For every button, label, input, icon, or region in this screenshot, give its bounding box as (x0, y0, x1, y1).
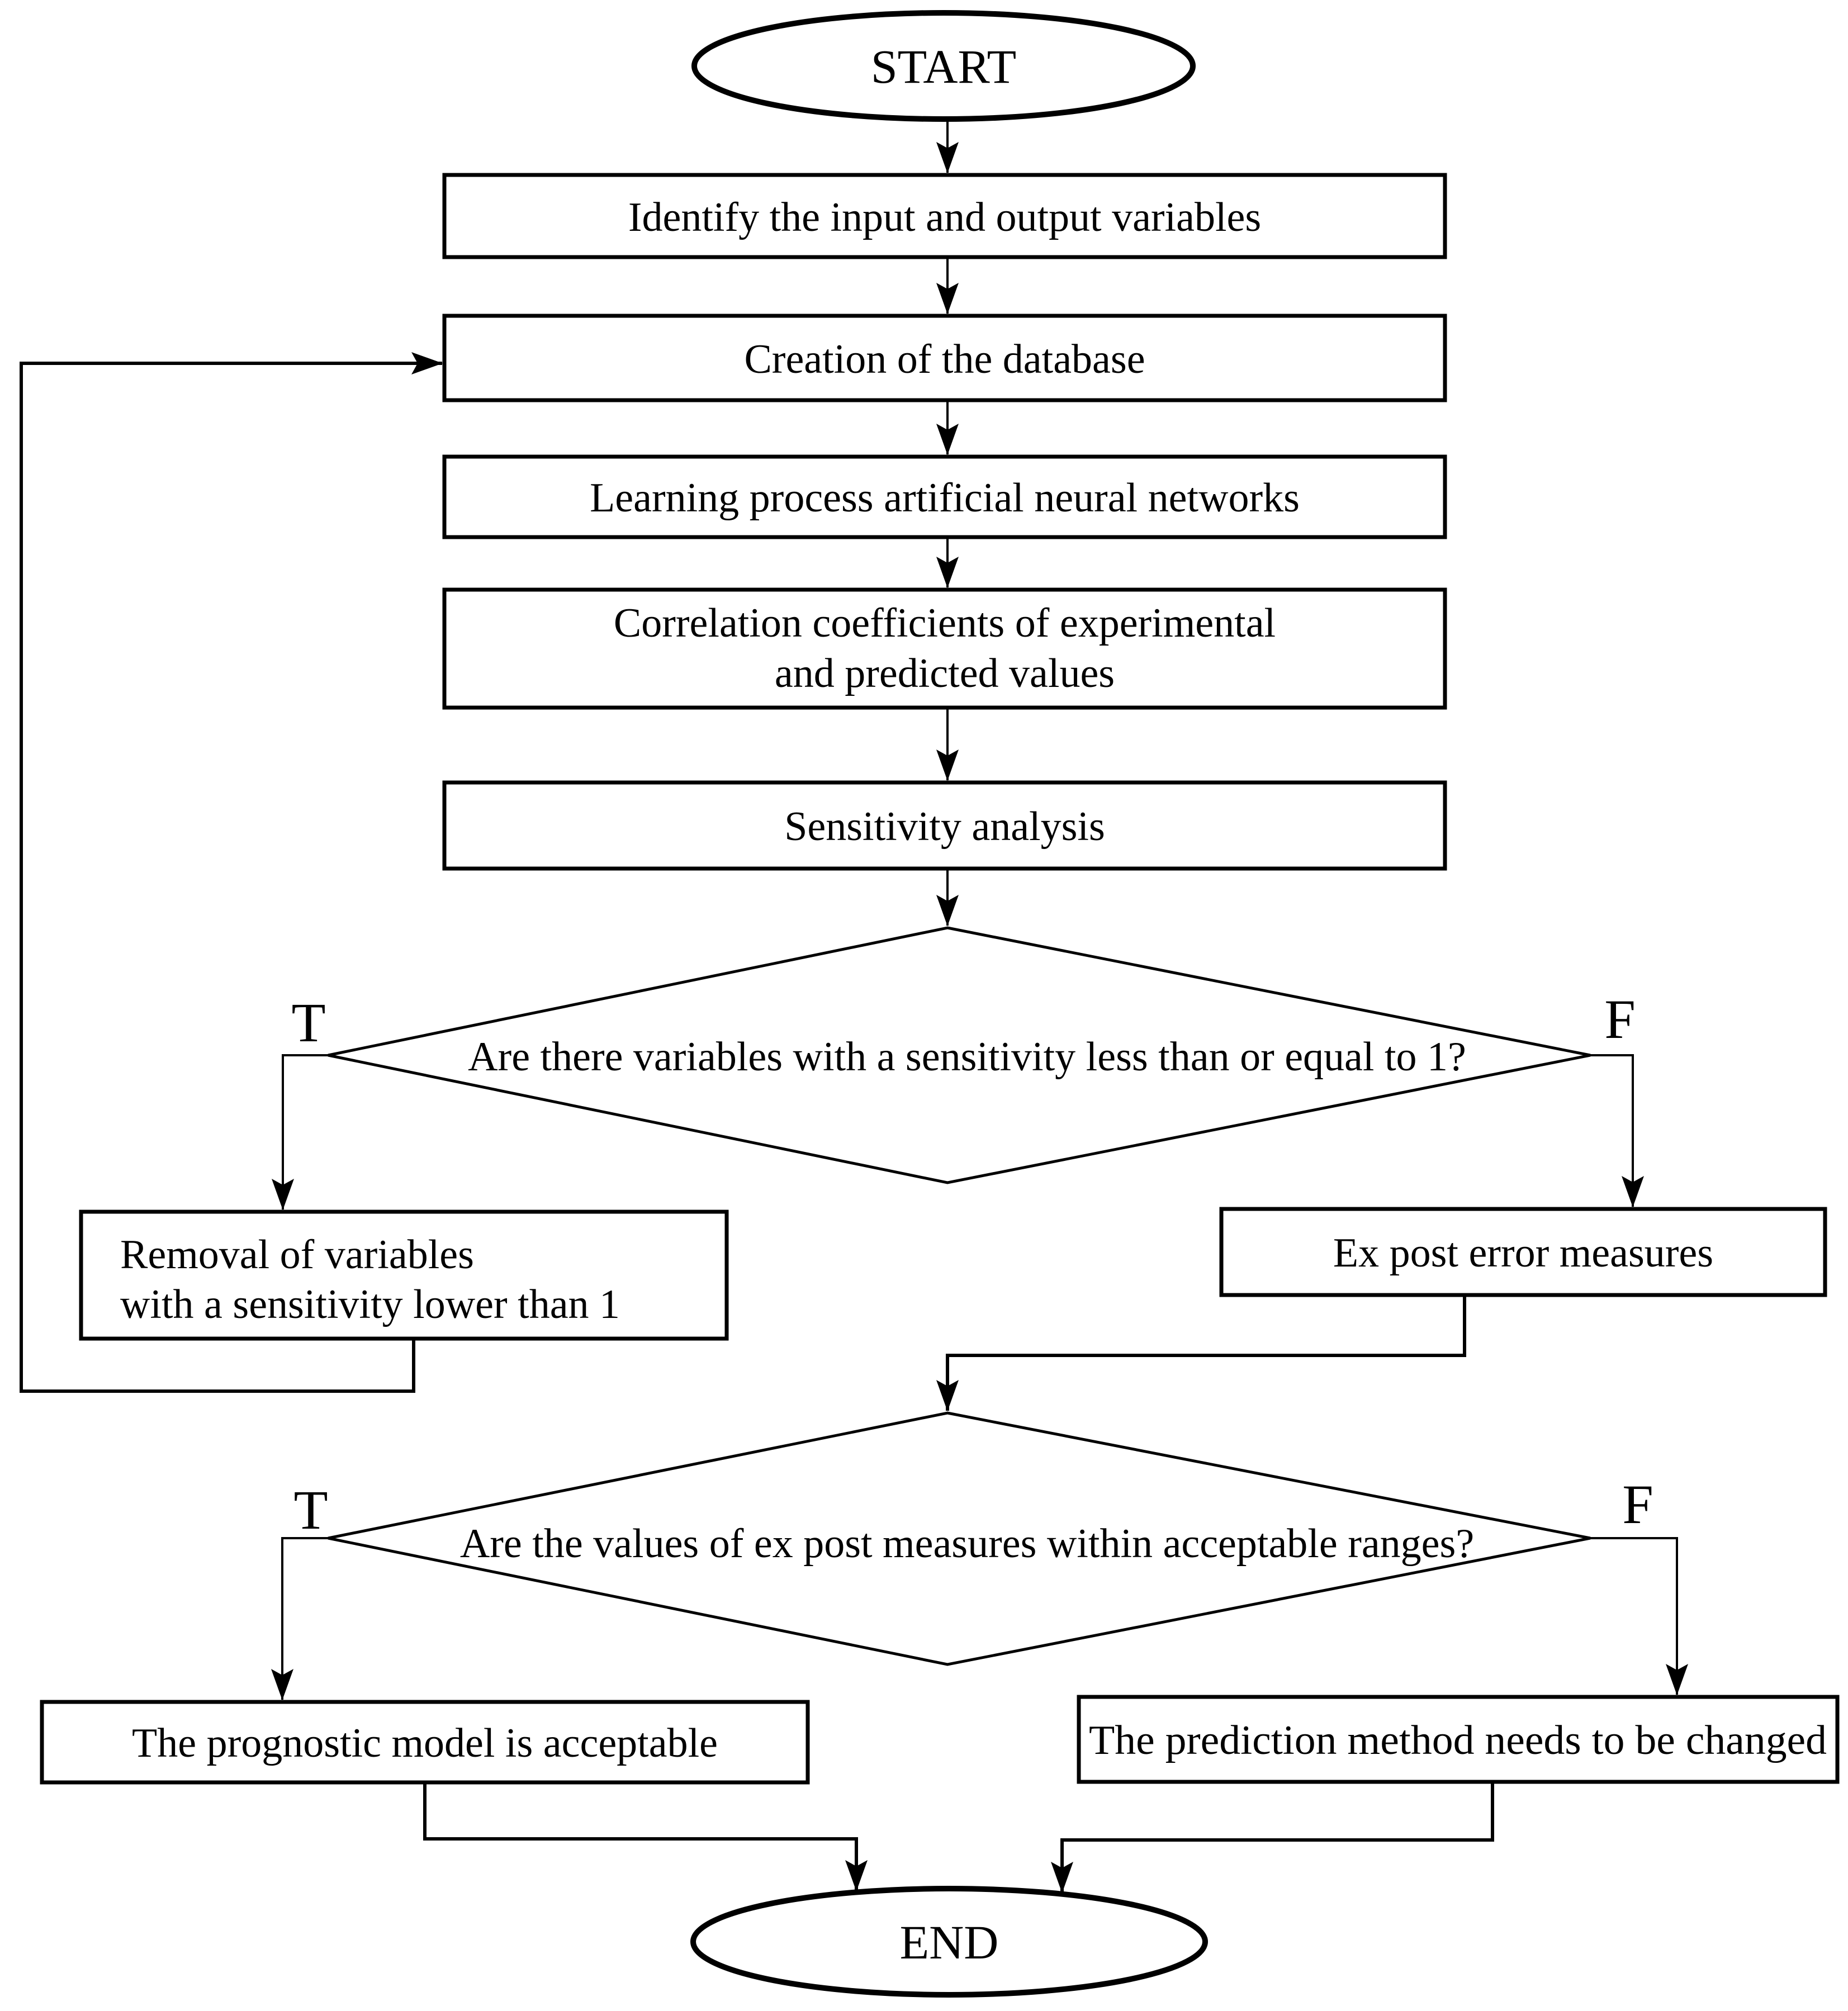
decision2-true-label: T (293, 1479, 328, 1541)
decision-expost-check-label: Are the values of ex post measures withi… (460, 1521, 1474, 1567)
box-creation-label: Creation of the database (744, 336, 1145, 382)
box-learning-label: Learning process artificial neural netwo… (590, 475, 1300, 521)
edge-decision1-true-to-removal (272, 1054, 328, 1210)
decision-sensitivity-check-label: Are there variables with a sensitivity l… (468, 1034, 1466, 1080)
box-removal (79, 1210, 729, 1341)
box-correlation-label-line2: and predicted values (775, 651, 1115, 696)
box-correlation-label-line1: Correlation coefficients of experimental (614, 600, 1276, 646)
box-creation (442, 314, 1447, 402)
box-prediction (1077, 1695, 1840, 1784)
decision2-false-label: F (1622, 1473, 1653, 1535)
edge-prediction-to-end (1051, 1782, 1494, 1893)
box-expost (1219, 1207, 1827, 1297)
box-prognostic (40, 1700, 810, 1785)
box-prognostic-label: The prognostic model is acceptable (132, 1720, 718, 1766)
end-terminal (690, 1886, 1208, 1998)
box-removal-label-line1: Removal of variables (120, 1232, 474, 1278)
box-sensitivity (442, 780, 1447, 871)
edge-decision2-false-to-prediction (1590, 1537, 1688, 1695)
box-prediction-label: The prediction method needs to be change… (1089, 1718, 1827, 1763)
box-correlation (442, 587, 1447, 710)
edge-expost-to-decision2 (936, 1296, 1466, 1411)
edge-removal-loop-to-creation (20, 352, 443, 1393)
start-terminal (691, 10, 1196, 122)
box-sensitivity-label: Sensitivity analysis (784, 804, 1105, 850)
edge-decision2-true-to-prognostic (271, 1537, 328, 1700)
start-label: START (871, 40, 1016, 93)
box-removal-label-line2: with a sensitivity lower than 1 (120, 1282, 620, 1327)
end-label: END (900, 1915, 999, 1969)
edge-prognostic-to-end (423, 1783, 868, 1891)
edge-decision1-false-to-expost (1590, 1054, 1644, 1207)
decision1-false-label: F (1604, 988, 1636, 1050)
box-identify-label: Identify the input and output variables (628, 195, 1261, 240)
decision-expost-check (328, 1411, 1591, 1666)
box-learning (442, 454, 1447, 539)
decision1-true-label: T (291, 992, 325, 1054)
decision-sensitivity-check (328, 926, 1591, 1184)
box-expost-label: Ex post error measures (1333, 1230, 1713, 1276)
box-identify (442, 173, 1447, 259)
